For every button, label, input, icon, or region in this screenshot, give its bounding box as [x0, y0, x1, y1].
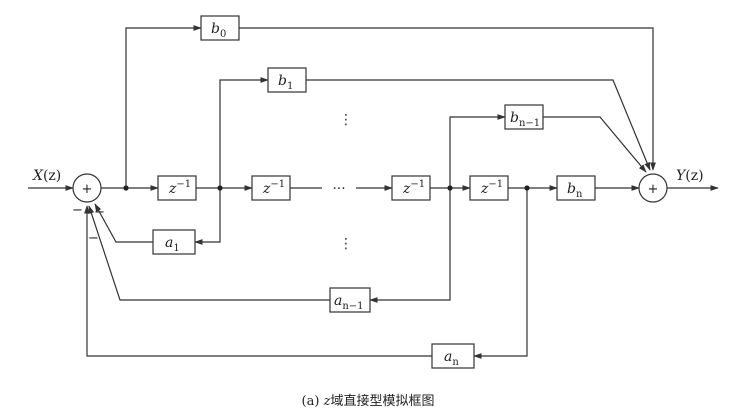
svg-text:bn: bn: [567, 181, 583, 200]
svg-text:a1: a1: [165, 235, 180, 254]
delay-block-3: z−1: [391, 175, 431, 201]
wire-bn1-to-sum: [543, 116, 647, 173]
input-summer-plus: +: [82, 182, 93, 197]
output-label: Y(z): [676, 168, 704, 184]
minus-sign-an: −: [88, 231, 99, 246]
vertical-ellipsis-bottom: ⋮: [339, 236, 353, 252]
gain-block-bn-minus-1: bn−1: [504, 104, 544, 130]
minus-sign-an1: −: [72, 203, 83, 218]
wire-to-an: [473, 188, 528, 359]
input-label: X(z): [32, 168, 61, 184]
delay-block-4: z−1: [469, 175, 509, 201]
wire-an-to-sum: [84, 205, 432, 357]
delay-label: z−1: [402, 179, 425, 197]
wire-an1-to-sum: [88, 205, 330, 301]
svg-text:bn−1: bn−1: [510, 110, 540, 129]
gain-block-a1: a1: [152, 229, 196, 255]
wire-to-a1: [194, 188, 221, 245]
figure-caption: (a) z域直接型模拟框图: [302, 393, 435, 409]
wire-a1-to-sum: [94, 203, 153, 243]
signal-wires: [28, 25, 719, 359]
input-summer: +: [72, 173, 102, 203]
wire-b0-to-sum: [239, 27, 656, 171]
svg-text:b0: b0: [211, 21, 226, 40]
gain-block-an-minus-1: an−1: [329, 287, 371, 313]
delay-block-1: z−1: [157, 175, 197, 201]
junction-b0: [123, 185, 129, 191]
minus-sign-a1: −: [94, 205, 105, 220]
junction-bn1-an1: [447, 185, 453, 191]
output-summer-plus: +: [648, 182, 659, 197]
junction-b1-a1: [217, 185, 223, 191]
junction-an: [524, 185, 530, 191]
wire-to-b0: [125, 25, 202, 188]
wire-to-an1: [369, 188, 451, 303]
gain-block-an: an: [431, 343, 475, 369]
delay-label: z−1: [480, 179, 503, 197]
delay-block-2: z−1: [251, 175, 291, 201]
wire-to-b1: [219, 77, 269, 188]
delay-label: z−1: [168, 179, 191, 197]
gain-block-bn: bn: [556, 175, 596, 201]
output-summer: +: [638, 173, 668, 203]
wire-to-bn1: [449, 114, 506, 188]
horizontal-ellipsis: ···: [332, 181, 345, 197]
svg-text:an−1: an−1: [334, 293, 364, 312]
gain-block-b0: b0: [200, 15, 240, 41]
junction-nodes: [123, 185, 530, 191]
svg-text:an: an: [444, 349, 459, 368]
wire-b1-to-sum: [306, 79, 651, 171]
delay-label: z−1: [262, 179, 285, 197]
svg-text:b1: b1: [278, 73, 293, 92]
gain-block-b1: b1: [267, 67, 307, 93]
vertical-ellipsis-top: ⋮: [339, 112, 353, 128]
